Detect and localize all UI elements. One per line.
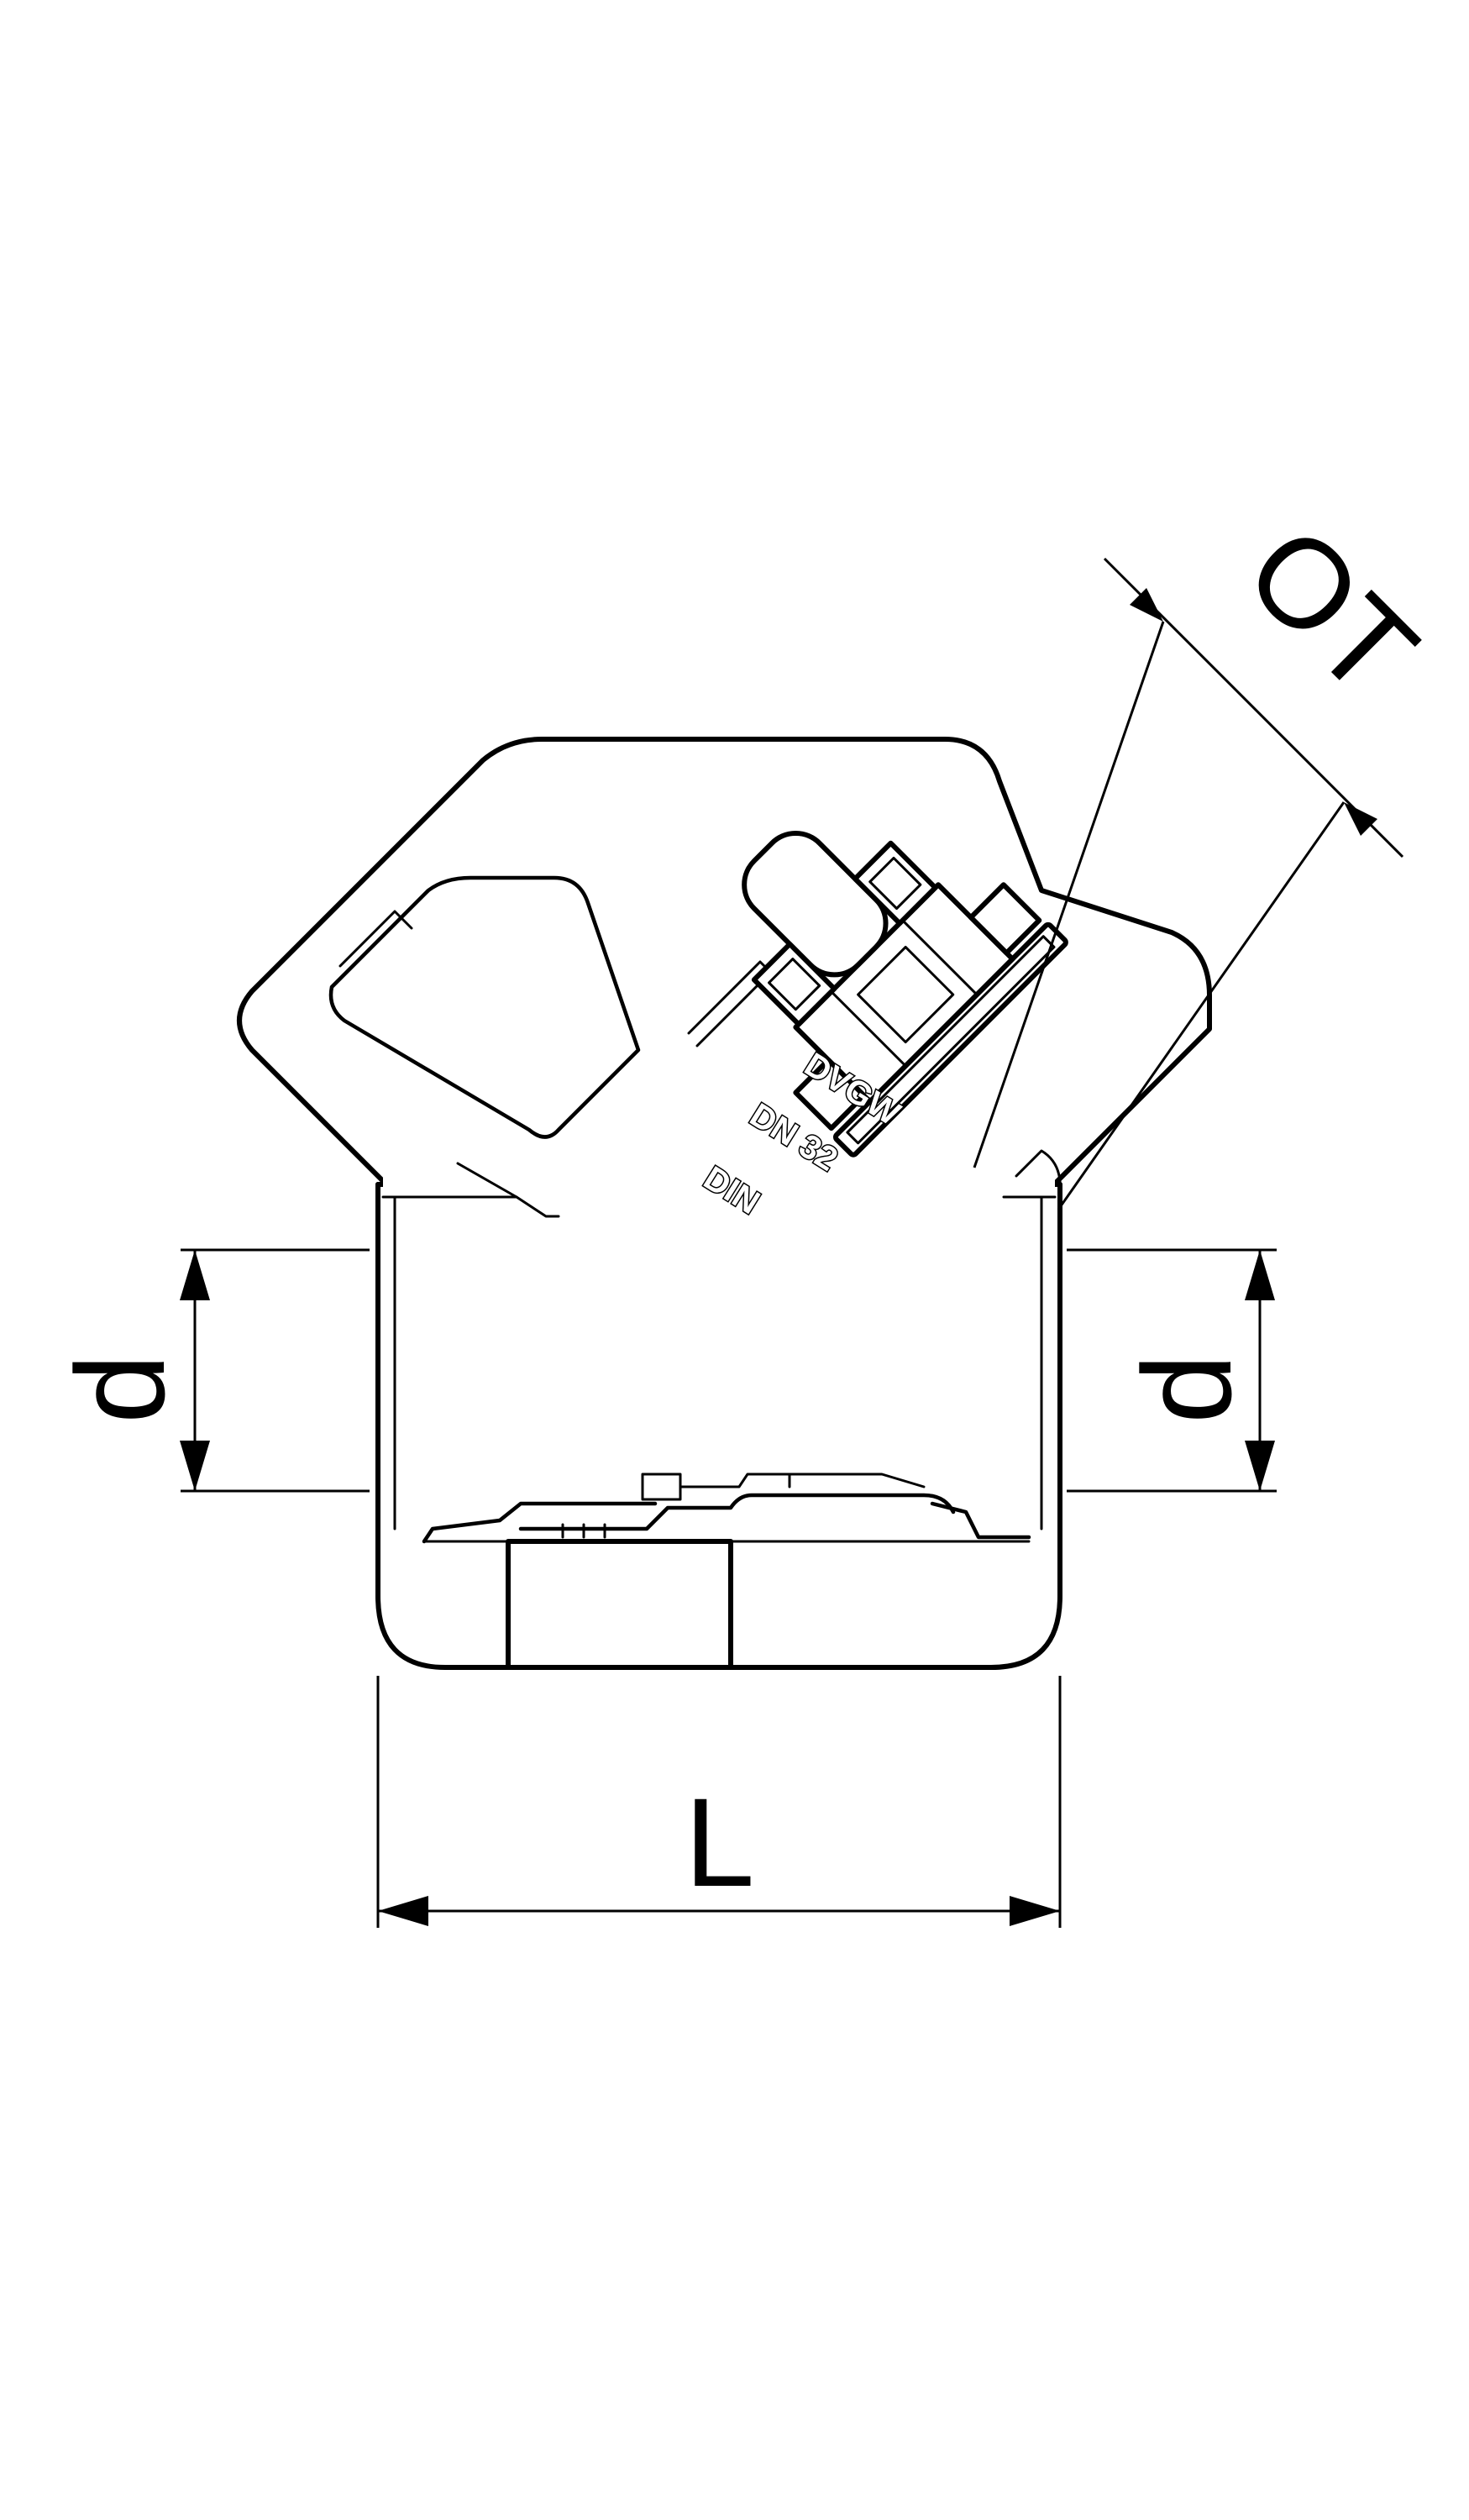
dimension-ot-label: OT — [1220, 499, 1443, 722]
dimension-d-left: d — [50, 1248, 370, 1493]
dimension-l-label: L — [685, 1772, 754, 1913]
dimension-d-left-label: d — [50, 1354, 191, 1424]
drain-plug — [742, 831, 889, 978]
dimension-d-right-label: d — [1116, 1354, 1257, 1424]
screen-housing-window — [328, 875, 641, 1139]
angled-housing-outline — [237, 737, 1212, 1195]
base-pad — [506, 1539, 733, 1670]
bonnet-assembly — [742, 831, 1068, 1158]
dimension-d-right: d — [1067, 1248, 1277, 1493]
base-detail — [422, 1473, 1031, 1670]
dimension-l: L — [376, 1676, 1062, 1928]
